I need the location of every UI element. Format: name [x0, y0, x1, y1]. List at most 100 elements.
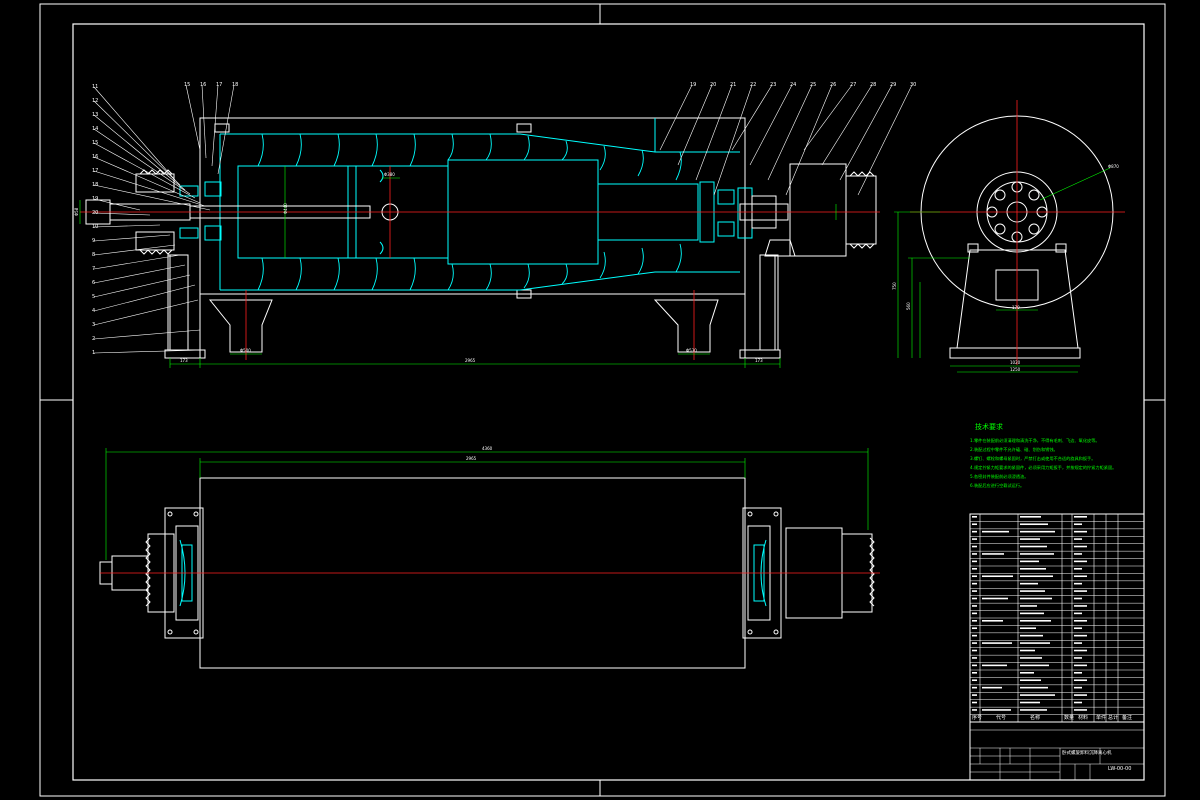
main-section-view: 2965 173 173 Φ500 Φ530 Φ440 Φ380 Φ58	[74, 117, 880, 368]
parts-cell-mark	[1074, 516, 1087, 518]
parts-cell-mark	[972, 590, 977, 592]
parts-cell-mark	[1074, 590, 1087, 592]
parts-cell-mark	[1074, 575, 1087, 578]
leader-line	[749, 84, 793, 166]
parts-cell-mark	[972, 642, 977, 644]
parts-cell-mark	[972, 516, 977, 518]
leader-line	[93, 156, 201, 204]
leader-line	[93, 224, 161, 228]
part-balloon: 23	[770, 82, 776, 88]
parts-cell-mark	[1020, 612, 1044, 615]
parts-cell-mark	[972, 568, 977, 570]
parts-cell-mark	[1074, 568, 1082, 570]
parts-header-cell: 材料	[1078, 714, 1088, 721]
parts-header-cell: 序号	[972, 714, 982, 721]
tech-req-line: 3.螺钉、螺栓和螺母紧固时，严禁打击或使用不合适的旋具和扳手。	[970, 455, 1095, 462]
drawing-number: LW-00-00	[1108, 766, 1131, 772]
leader-line	[659, 84, 693, 151]
parts-cell-mark	[1074, 620, 1087, 622]
part-balloon: 27	[850, 82, 856, 88]
parts-cell-mark	[1074, 605, 1087, 607]
frame-center-marks	[40, 4, 1165, 796]
side-dim-base-total: 1250	[1010, 367, 1021, 372]
leader-line	[201, 84, 207, 159]
parts-cell-mark	[1074, 664, 1087, 667]
parts-header-cell: 名称	[1030, 714, 1040, 721]
main-centerlines	[80, 166, 880, 360]
parts-cell-mark	[982, 597, 1008, 600]
part-balloon: 15	[92, 140, 98, 146]
parts-cell-mark	[1020, 590, 1045, 592]
leader-line	[93, 244, 176, 256]
leader-line	[857, 84, 913, 196]
part-balloon: 10	[92, 224, 98, 230]
part-balloon: 1	[92, 350, 95, 356]
parts-cell-mark	[972, 694, 977, 696]
side-dim-center-height: 560	[906, 302, 911, 310]
leader-line	[93, 254, 181, 270]
parts-cell-mark	[1074, 709, 1087, 711]
side-dim-seat-width: 170	[1012, 305, 1020, 310]
leader-line	[93, 128, 191, 195]
part-balloon: 16	[200, 82, 206, 88]
tech-req-line: 4.规定拧紧力矩要求的紧固件，必须采用力矩扳手，并按规定的拧紧力矩紧固。	[970, 464, 1116, 471]
leader-line	[93, 142, 196, 199]
part-balloon: 20	[92, 210, 98, 216]
bowl	[179, 118, 753, 291]
part-balloon: 13	[92, 112, 98, 118]
leader-line	[93, 212, 151, 216]
part-balloon: 24	[790, 82, 796, 88]
spiral-flights	[257, 133, 682, 291]
dim-window: Φ380	[384, 172, 395, 177]
parts-cell-mark	[972, 634, 977, 637]
parts-cell-mark	[1020, 523, 1048, 526]
dim-shaft: Φ58	[74, 207, 79, 216]
parts-cell-mark	[1074, 701, 1082, 704]
part-balloon: 6	[92, 280, 95, 286]
part-balloon: 25	[810, 82, 816, 88]
parts-cell-mark	[1074, 545, 1087, 548]
part-balloon: 7	[92, 266, 95, 272]
tech-req-line: 1.零件在装配前必须清理和清洗干净，不得有毛刺、飞边、氧化皮等。	[970, 437, 1100, 444]
part-balloon: 15	[184, 82, 190, 88]
leader-line	[785, 84, 833, 196]
parts-cell-mark	[972, 701, 977, 704]
dim-bowl-diameter: Φ440	[283, 203, 288, 214]
parts-cell-mark	[982, 575, 1013, 578]
plan-dim-drum: 2965	[466, 456, 477, 461]
part-balloon: 12	[92, 98, 98, 104]
leader-line	[93, 86, 176, 181]
parts-cell-mark	[1020, 597, 1052, 600]
parts-cell-mark	[1020, 642, 1050, 644]
leader-line	[93, 100, 181, 186]
side-dim-height: 750	[892, 282, 897, 290]
parts-cell-mark	[1074, 634, 1087, 637]
parts-cell-mark	[972, 649, 977, 652]
part-balloon: 18	[232, 82, 238, 88]
parts-cell-mark	[1020, 627, 1036, 630]
parts-cell-mark	[982, 620, 1003, 622]
parts-cell-mark	[1020, 657, 1042, 659]
part-balloon: 19	[92, 196, 98, 202]
leader-line	[93, 299, 199, 326]
technical-requirements: 技术要求 1.零件在装配前必须清理和清洗干净，不得有毛刺、飞边、氧化皮等。 2.…	[970, 422, 1116, 489]
part-balloon: 2	[92, 336, 95, 342]
leader-line	[211, 84, 219, 167]
shaft-and-pulleys	[85, 163, 877, 257]
parts-cell-mark	[1074, 530, 1087, 533]
leader-line	[803, 84, 853, 151]
parts-cell-mark	[1020, 605, 1037, 607]
parts-cell-mark	[1074, 679, 1087, 682]
parts-cell-mark	[1020, 634, 1043, 637]
dim-left-outlet: Φ500	[240, 348, 251, 353]
parts-cell-mark	[1020, 709, 1047, 711]
leader-line	[695, 84, 733, 181]
parts-cell-mark	[1074, 672, 1082, 674]
parts-cell-mark	[972, 523, 977, 526]
parts-cell-mark	[1074, 597, 1082, 600]
parts-cell-mark	[1020, 701, 1040, 704]
parts-cell-mark	[972, 664, 977, 667]
part-balloon: 17	[216, 82, 222, 88]
